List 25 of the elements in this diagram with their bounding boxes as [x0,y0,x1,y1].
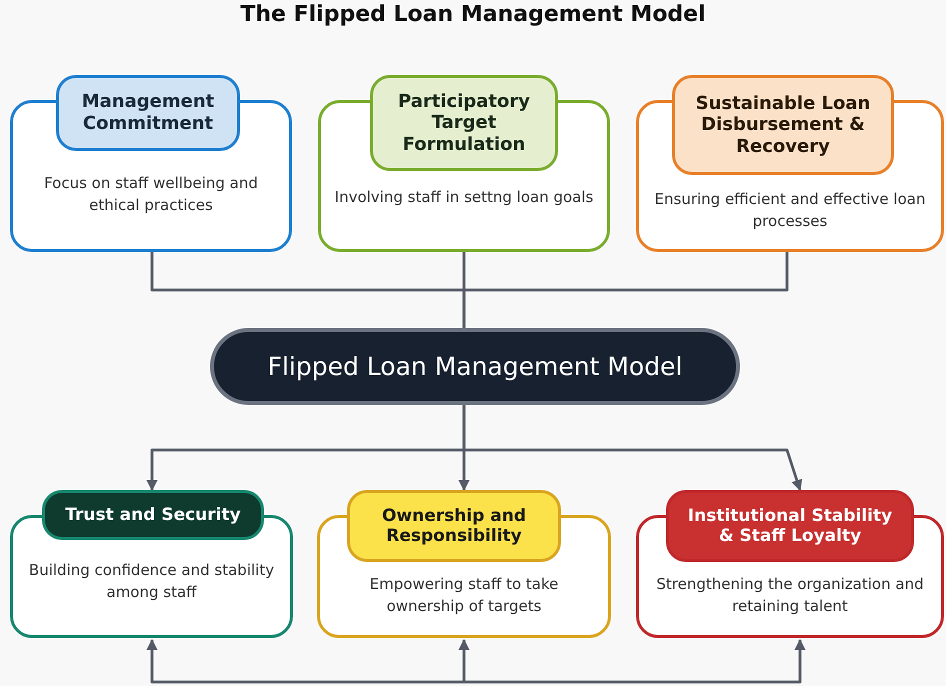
arrow [146,638,464,684]
card-heading: Management Commitment [56,75,240,151]
card [317,490,611,638]
connector-line [462,252,788,328]
central-pill: Flipped Loan Management Model [210,328,740,405]
card [636,75,944,252]
arrow [458,638,470,682]
diagram-title: The Flipped Loan Management Model [239,2,707,27]
card-heading: Institutional Stability & Staff Loyalty [666,490,914,562]
arrow [462,405,802,492]
card [10,75,292,252]
card-heading: Sustainable Loan Disbursement & Recovery [672,75,894,175]
card-heading: Participatory Target Formulation [370,75,558,171]
card-heading: Ownership and Responsibility [347,490,561,562]
card [10,490,293,638]
card [318,75,610,252]
arrow [464,638,806,684]
card-description: Empowering staff to take ownership of targets [368,574,560,617]
card-description: Strengthening the organization and retaining talent [655,574,925,617]
card-description: Focus on staff wellbeing and ethical practices [43,173,259,216]
card-description: Involving staff in settng loan goals [334,187,594,208]
card-description: Ensuring efficient and effective loan processes [654,189,926,232]
card [636,490,944,638]
card-heading: Trust and Security [42,490,264,540]
card-description: Building confidence and stability among staff [28,560,276,603]
